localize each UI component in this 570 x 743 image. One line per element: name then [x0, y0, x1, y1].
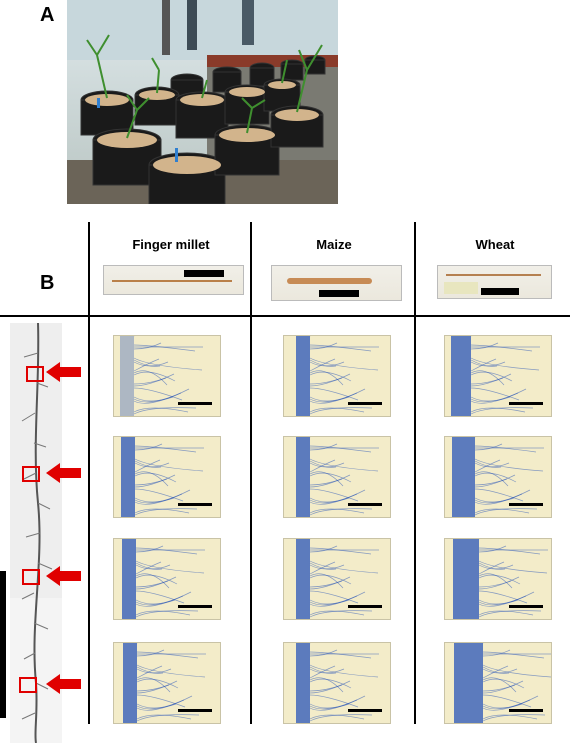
scale-bar — [481, 288, 519, 295]
region-marker-1 — [26, 366, 44, 382]
scale-bar — [178, 402, 212, 405]
scale-bar — [178, 709, 212, 712]
column-divider-3 — [414, 222, 416, 724]
micrograph-finger-millet-3 — [113, 538, 221, 620]
micrograph-maize-1 — [283, 335, 391, 417]
panel-a-label: A — [40, 4, 55, 26]
micrograph-finger-millet-2 — [113, 436, 221, 518]
micrograph-maize-2 — [283, 436, 391, 518]
panel-b-label: B — [40, 272, 55, 294]
column-header-wheat: Wheat — [475, 237, 515, 252]
micrograph-wheat-4 — [444, 642, 552, 724]
column-divider-1 — [88, 222, 90, 724]
scale-bar — [178, 605, 212, 608]
root-thumbnail-maize — [271, 265, 402, 301]
micrograph-finger-millet-1 — [113, 335, 221, 417]
scale-bar — [509, 402, 543, 405]
scale-bar — [509, 503, 543, 506]
scale-bar — [348, 605, 382, 608]
region-marker-3 — [22, 569, 40, 585]
micrograph-wheat-1 — [444, 335, 552, 417]
column-divider-2 — [250, 222, 252, 724]
micrograph-finger-millet-4 — [113, 642, 221, 724]
scale-bar — [178, 503, 212, 506]
length-scale-bar — [0, 571, 6, 718]
horizontal-divider — [0, 315, 570, 317]
region-marker-2 — [22, 466, 40, 482]
region-marker-4 — [19, 677, 37, 693]
scale-bar — [348, 402, 382, 405]
root-thumbnail-wheat — [437, 265, 552, 299]
scale-bar — [348, 709, 382, 712]
root-thumbnail-finger-millet — [103, 265, 244, 295]
scale-bar — [319, 290, 359, 297]
scale-bar — [509, 709, 543, 712]
micrograph-maize-3 — [283, 538, 391, 620]
micrograph-wheat-3 — [444, 538, 552, 620]
micrograph-wheat-2 — [444, 436, 552, 518]
column-header-maize: Maize — [316, 237, 352, 252]
scale-bar — [348, 503, 382, 506]
greenhouse-photo — [67, 0, 338, 204]
scale-bar — [509, 605, 543, 608]
column-header-finger-millet: Finger millet — [132, 237, 210, 252]
micrograph-maize-4 — [283, 642, 391, 724]
scale-bar — [184, 270, 224, 277]
